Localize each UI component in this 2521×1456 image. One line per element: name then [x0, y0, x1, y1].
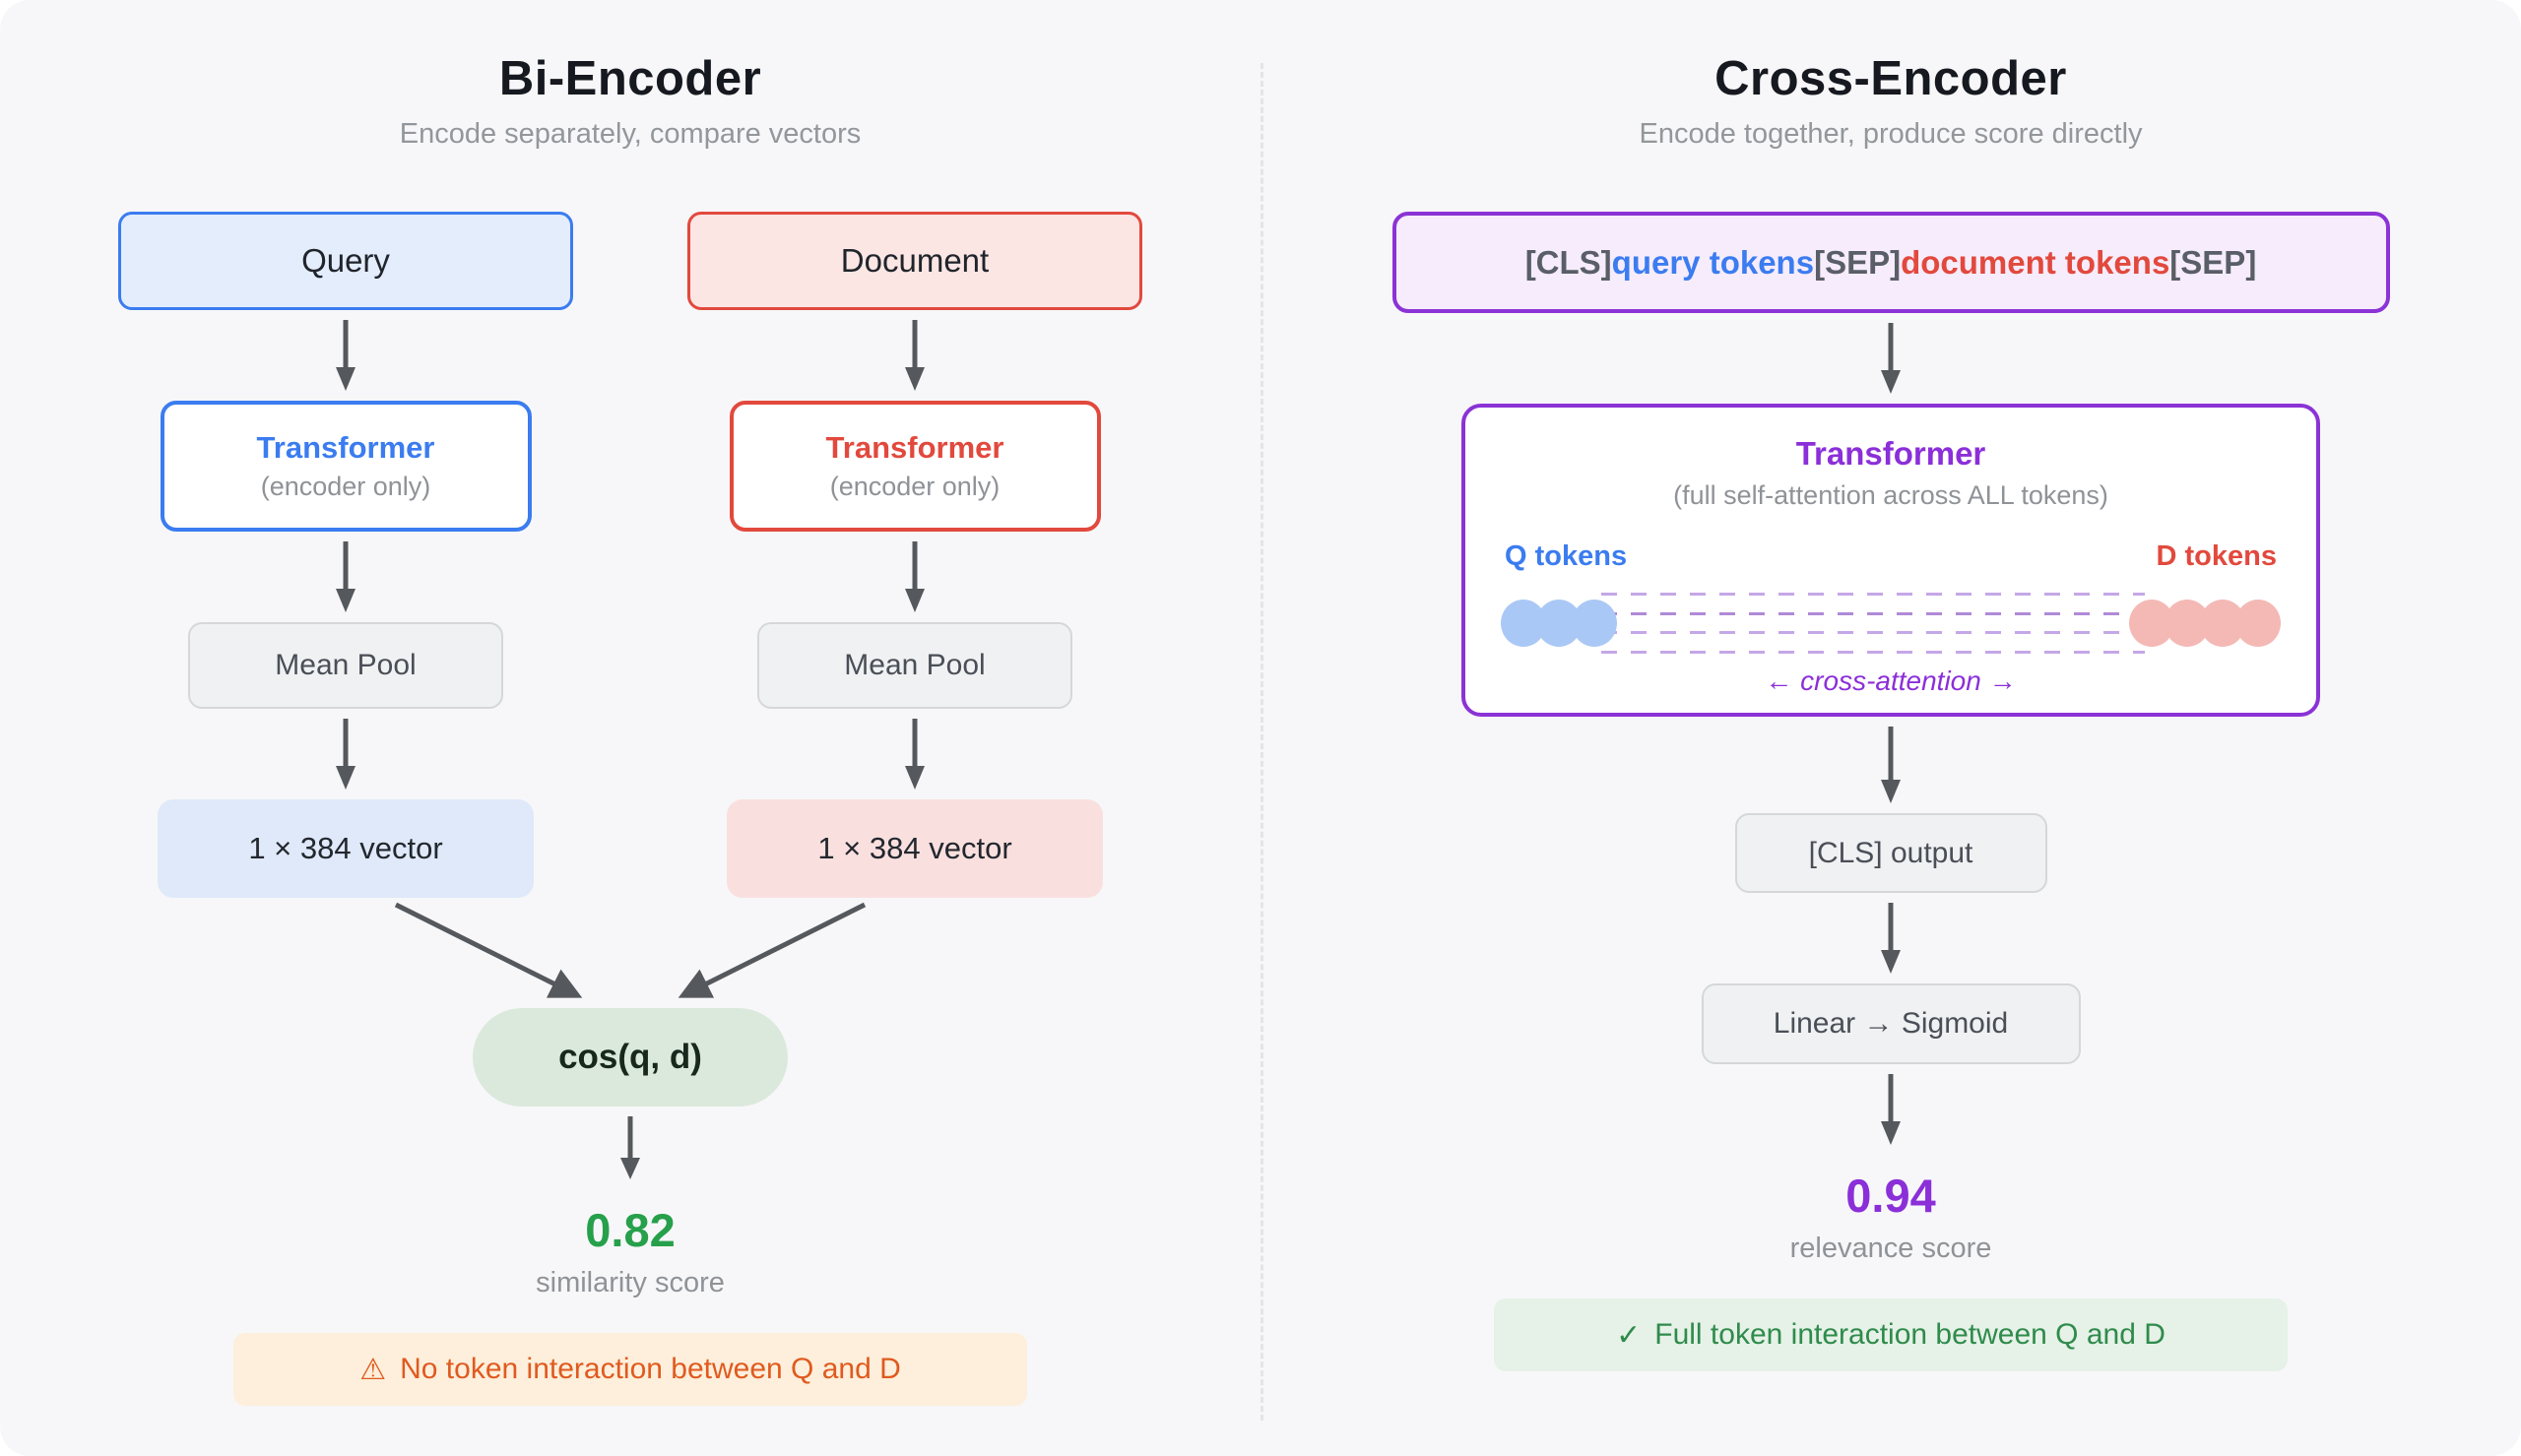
cosine-similarity-box: cos(q, d): [473, 1008, 788, 1107]
arrow-down-icon: [336, 541, 356, 612]
query-vector-box: 1 × 384 vector: [158, 799, 534, 898]
document-mean-pool-box: Mean Pool: [757, 622, 1072, 709]
arrow-down-icon: [1881, 1074, 1901, 1145]
cross-encoder-title: Cross-Encoder: [1714, 52, 2067, 105]
converging-arrows-icon: [394, 902, 867, 998]
arrow-down-icon: [1881, 727, 1901, 803]
cross-encoder-note: ✓ Full token interaction between Q and D: [1494, 1298, 2288, 1371]
cls-token: [CLS]: [1524, 243, 1612, 281]
cross-transformer-box: Transformer (full self-attention across …: [1461, 404, 2320, 717]
arrow-down-icon: [1881, 903, 1901, 974]
encoder-branches: Query Transformer (encoder only) Mean Po…: [118, 212, 1142, 898]
attention-dash-line: [1601, 631, 2145, 635]
cls-output-box: [CLS] output: [1734, 813, 2047, 893]
check-icon: ✓: [1616, 1318, 1642, 1352]
linear-sigmoid-box: Linear → Sigmoid: [1701, 983, 2081, 1064]
attention-dash-line: [1601, 611, 2145, 615]
sep-token: [SEP]: [2169, 243, 2257, 281]
cross-encoder-panel: Cross-Encoder Encode together, produce s…: [1260, 0, 2521, 1456]
center-divider: [1260, 63, 1263, 1421]
query-box: Query: [118, 212, 573, 310]
document-tokens-segment: document tokens: [1901, 243, 2170, 281]
document-transformer-label: Transformer: [825, 430, 1004, 465]
document-transformer-box: Transformer (encoder only): [729, 401, 1101, 532]
d-tokens-label: D tokens: [2156, 540, 2277, 572]
warning-icon: ⚠: [359, 1353, 387, 1386]
arrow-down-icon: [1881, 323, 1901, 394]
d-token-circles: [2129, 600, 2281, 647]
bi-encoder-note-text: No token interaction between Q and D: [400, 1353, 901, 1385]
token-interaction-graphic: [1465, 585, 2316, 662]
cross-attention-label: ← cross-attention →: [1765, 665, 2017, 696]
arrow-down-icon: [905, 541, 925, 612]
bi-encoder-panel: Bi-Encoder Encode separately, compare ve…: [0, 0, 1260, 1456]
attention-dash-line: [1601, 650, 2145, 654]
bi-encoder-title: Bi-Encoder: [498, 52, 762, 105]
attention-dash-line: [1601, 593, 2145, 596]
arrow-down-icon: [905, 719, 925, 790]
cross-encoder-note-text: Full token interaction between Q and D: [1654, 1318, 2165, 1351]
bi-encoder-subtitle: Encode separately, compare vectors: [399, 118, 862, 150]
similarity-score-label: similarity score: [536, 1267, 725, 1298]
relevance-score-value: 0.94: [1845, 1170, 1936, 1222]
query-transformer-label: Transformer: [256, 430, 435, 465]
sep-token: [SEP]: [1814, 243, 1902, 281]
attention-lines: [1601, 585, 2145, 662]
q-tokens-label: Q tokens: [1505, 540, 1628, 572]
q-token-circles: [1501, 600, 1617, 647]
document-box: Document: [687, 212, 1142, 310]
arrow-down-icon: [336, 719, 356, 790]
cross-transformer-label: Transformer: [1795, 435, 1986, 472]
arrow-down-icon: [620, 1116, 640, 1179]
document-vector-box: 1 × 384 vector: [727, 799, 1103, 898]
query-mean-pool-box: Mean Pool: [188, 622, 503, 709]
arrow-down-icon: [905, 320, 925, 391]
relevance-score-label: relevance score: [1789, 1233, 1992, 1264]
similarity-score-value: 0.82: [585, 1204, 676, 1256]
query-tokens-segment: query tokens: [1611, 243, 1815, 281]
token-group-labels: Q tokens D tokens: [1465, 540, 2316, 573]
token-sequence-box: [CLS] query tokens [SEP] document tokens…: [1391, 212, 2390, 313]
cross-transformer-note: (full self-attention across ALL tokens): [1673, 480, 2108, 510]
query-transformer-note: (encoder only): [260, 472, 431, 501]
q-token-circle: [1572, 600, 1617, 647]
query-branch: Query Transformer (encoder only) Mean Po…: [118, 212, 573, 898]
arrow-down-icon: [336, 320, 356, 391]
bi-encoder-note: ⚠ No token interaction between Q and D: [233, 1333, 1027, 1406]
cross-encoder-subtitle: Encode together, produce score directly: [1639, 118, 2143, 150]
query-transformer-box: Transformer (encoder only): [160, 401, 532, 532]
d-token-circle: [2235, 600, 2281, 647]
document-transformer-note: (encoder only): [829, 472, 1001, 501]
document-branch: Document Transformer (encoder only) Mean…: [687, 212, 1142, 898]
